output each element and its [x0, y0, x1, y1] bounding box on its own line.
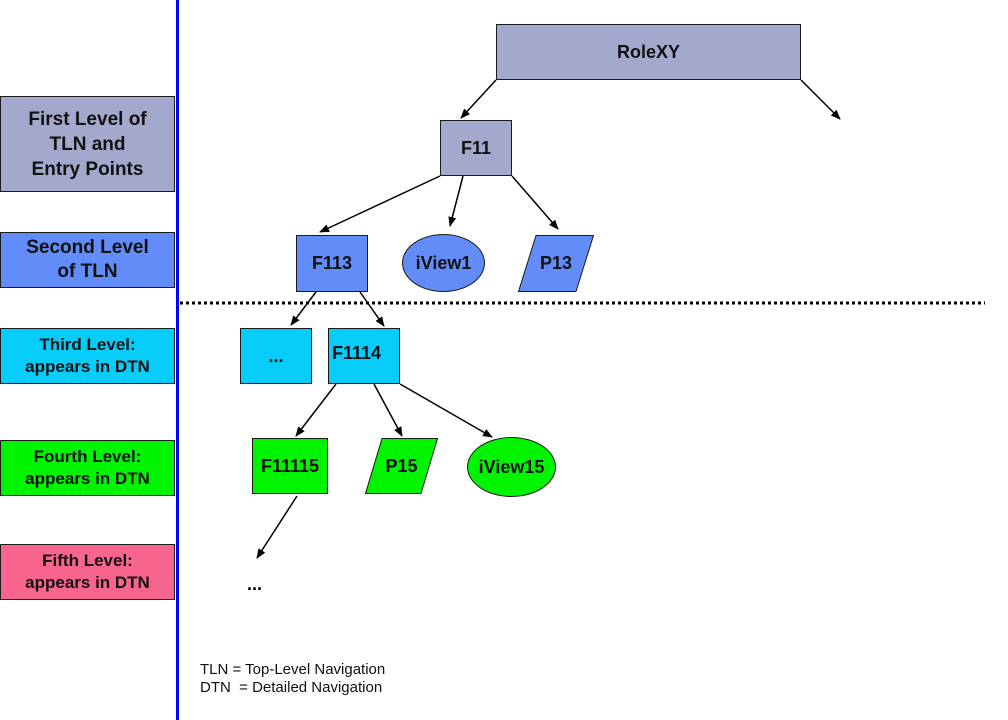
node-iview1-label: iView1 [415, 252, 472, 273]
node-p15-label: P15 [385, 455, 418, 476]
node-more-level5: ... [247, 574, 263, 594]
level-5-text: Fifth Level: appears in DTN [25, 551, 150, 592]
node-f11115: F11115 [252, 438, 328, 494]
legend-tln: TLN = Top-Level Navigation [200, 661, 386, 678]
node-f113: F113 [296, 235, 368, 292]
node-f113-label: F113 [311, 253, 353, 273]
vertical-divider [176, 0, 179, 720]
edge-f11-f113 [319, 175, 441, 233]
level-2-text: Second Level of TLN [26, 237, 149, 282]
node-f1114-label: F1114 [332, 343, 382, 363]
node-rolexy-label: RoleXY [616, 41, 681, 62]
parallelogram-shape [518, 235, 594, 292]
node-iview15-label: iView15 [478, 456, 545, 477]
edge-role-f11 [460, 79, 497, 119]
legend-dtn: DTN = Detailed Navigation [200, 679, 383, 696]
level-2-label: Second Level of TLN [0, 232, 175, 288]
node-p15: P15 [365, 438, 438, 494]
abbreviation-legend: TLN = Top-Level Navigation DTN = Detaile… [200, 661, 385, 697]
edge-f1114-iview15 [399, 383, 493, 438]
edge-role-offscreen [800, 79, 841, 120]
node-more-level3: ... [240, 328, 312, 384]
edge-f1114-f11115 [295, 383, 337, 437]
level-3-text: Third Level: appears in DTN [25, 335, 150, 376]
level-4-text: Fourth Level: appears in DTN [25, 447, 150, 488]
node-f11-label: F11 [460, 137, 492, 158]
level-1-label: First Level of TLN and Entry Points [0, 96, 175, 192]
node-more-level3-label: ... [268, 345, 284, 366]
node-p13: P13 [518, 235, 594, 292]
parallelogram-shape [365, 438, 438, 494]
edge-f1114-p15 [373, 383, 403, 437]
edge-f113-more3 [290, 291, 317, 326]
level-5-label: Fifth Level: appears in DTN [0, 544, 175, 600]
node-iview1: iView1 [402, 234, 485, 292]
edge-f11-iview1 [448, 175, 464, 227]
node-rolexy: RoleXY [496, 24, 801, 80]
edge-f113-f1114 [359, 291, 385, 327]
level-1-text: First Level of TLN and Entry Points [28, 108, 147, 180]
level-3-label: Third Level: appears in DTN [0, 328, 175, 384]
node-f11115-label: F11115 [260, 455, 320, 476]
edge-f11-p13 [511, 175, 559, 230]
node-f1114: F1114 [328, 328, 400, 384]
level-4-label: Fourth Level: appears in DTN [0, 440, 175, 496]
node-p13-label: P13 [539, 253, 573, 273]
edge-f11115-more5 [256, 495, 298, 559]
node-iview15: iView15 [467, 437, 556, 497]
node-f11: F11 [440, 120, 512, 176]
